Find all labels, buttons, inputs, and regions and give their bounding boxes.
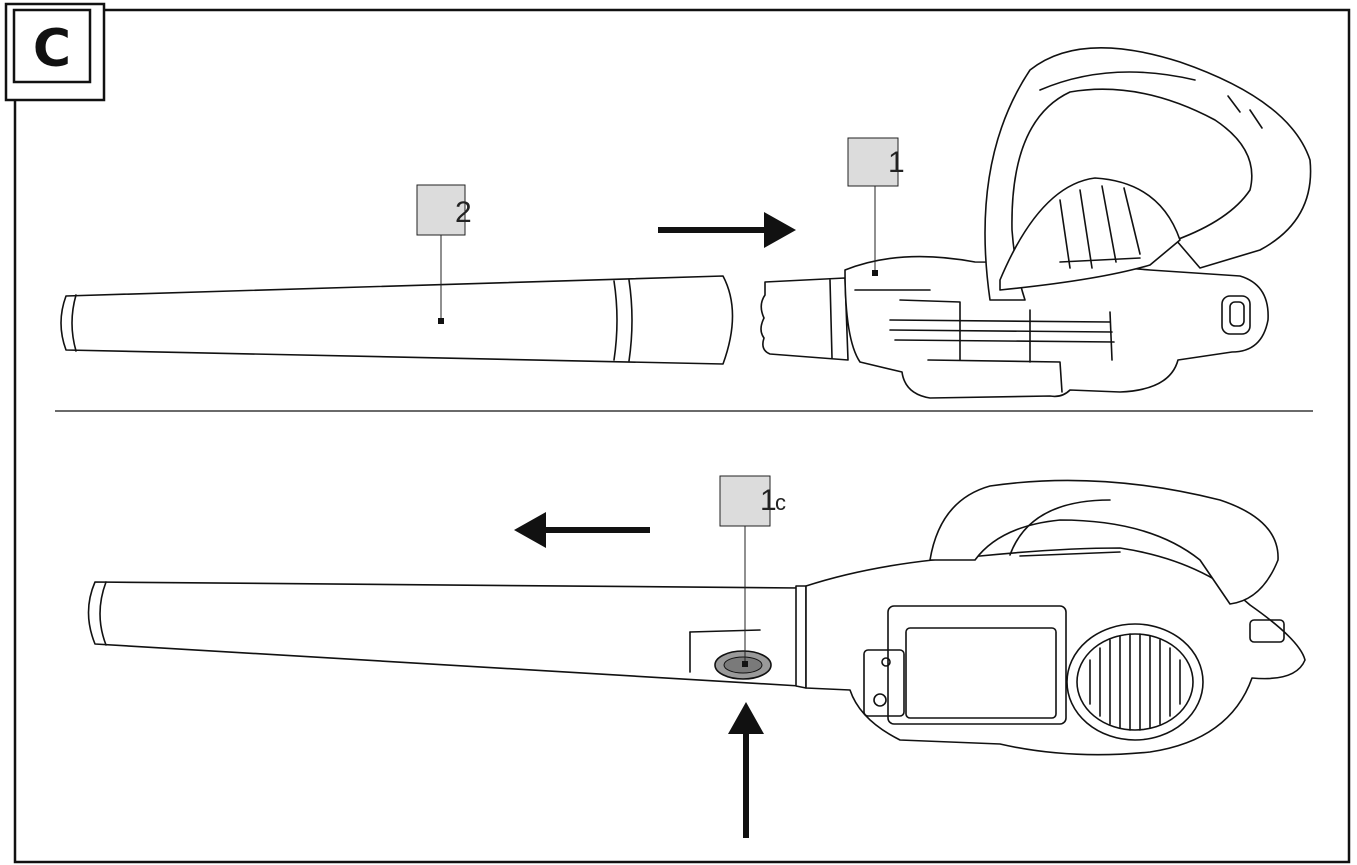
arrow-right-icon: [658, 212, 796, 248]
nozzle-detached: [60, 275, 734, 365]
blower-unit-top: [760, 46, 1312, 399]
callout-blower-number: 1: [888, 146, 905, 179]
blower-assembled-bottom: [87, 479, 1306, 756]
outer-frame: [13, 8, 1351, 864]
panel-label: C: [4, 2, 106, 102]
arrow-up-icon: [728, 702, 764, 838]
callout-nozzle-number: 2: [455, 196, 472, 229]
callout-release-number: 1: [760, 484, 777, 517]
callout-blower: 1: [847, 137, 905, 276]
callout-release-suffix: c: [775, 490, 786, 515]
arrow-left-icon: [514, 512, 650, 548]
panel-letter: C: [33, 19, 71, 79]
callout-release-button: 1 c: [719, 475, 786, 667]
callout-nozzle: 2: [416, 184, 472, 324]
